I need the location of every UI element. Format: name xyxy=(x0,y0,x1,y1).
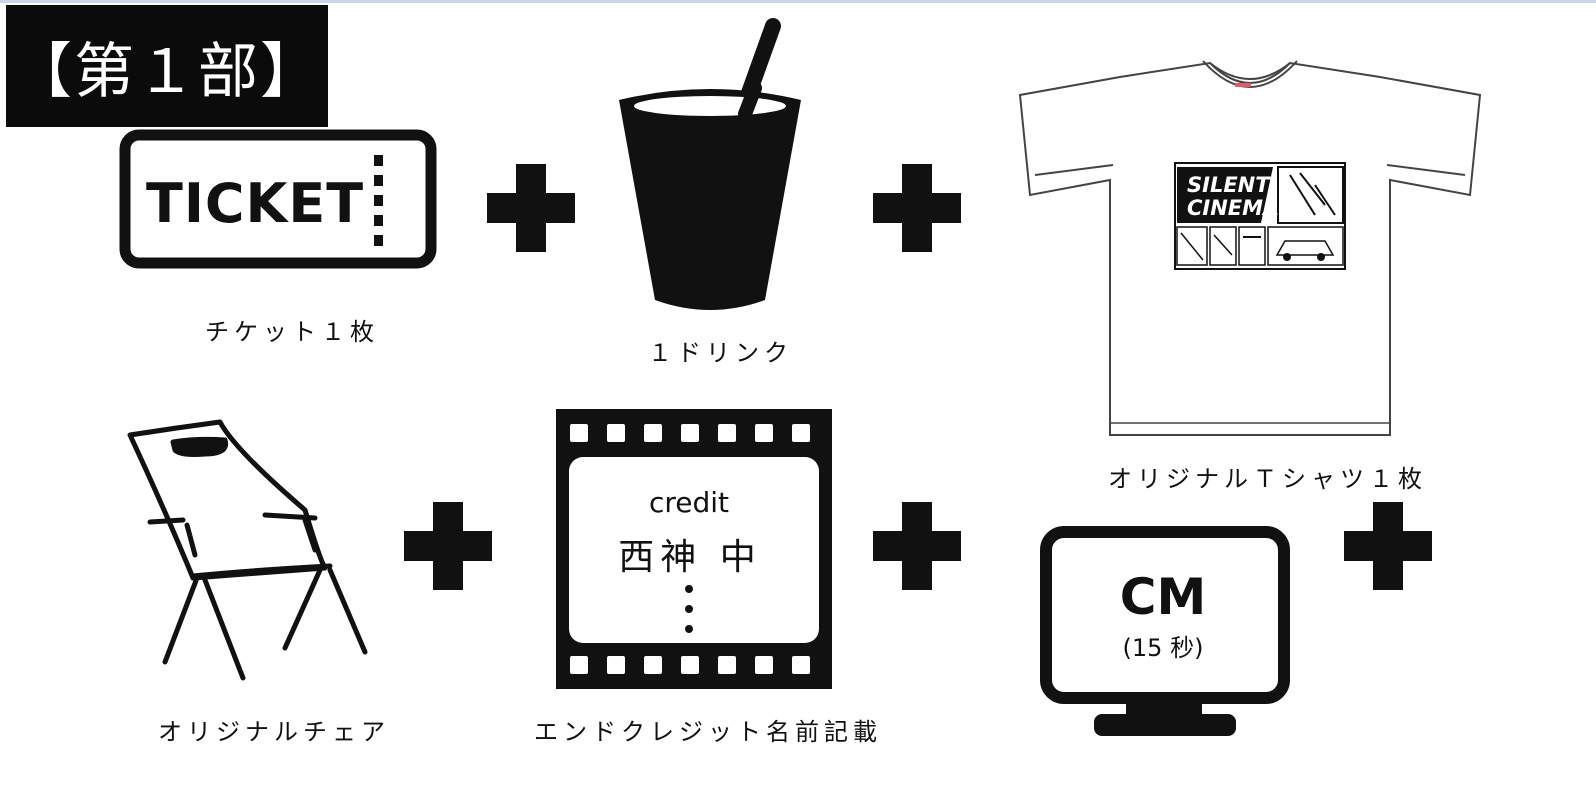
tshirt-caption: オリジナルＴシャツ１枚 xyxy=(1108,465,1427,493)
tshirt-print-title-line2: CINEMA xyxy=(1187,196,1279,220)
part-label: 【第１部】 xyxy=(6,5,328,127)
film-strip-icon xyxy=(556,409,832,689)
monitor-cm-duration: (15 秒) xyxy=(1122,634,1204,662)
plus-icon xyxy=(873,502,961,590)
tshirt-image: SILENT CINEMA xyxy=(1018,60,1482,436)
ticket-caption: チケット１枚 xyxy=(205,318,379,346)
plus-icon xyxy=(873,164,961,252)
monitor-cm-title: CM xyxy=(1119,568,1207,626)
tshirt-print-title-line1: SILENT xyxy=(1187,173,1271,197)
ticket-icon-text: TICKET xyxy=(146,172,365,235)
film-credit-name: 西神 中 xyxy=(618,537,762,578)
top-border xyxy=(0,0,1596,3)
film-credit-label: credit xyxy=(648,486,730,519)
drink-cup-icon xyxy=(619,18,801,310)
drink-caption: １ドリンク xyxy=(648,339,793,367)
plus-icon xyxy=(1344,502,1432,590)
plus-icon xyxy=(487,164,575,252)
plus-icon xyxy=(404,502,492,590)
ticket-icon xyxy=(119,129,437,269)
chair-icon xyxy=(127,419,368,681)
credit-caption: エンドクレジット名前記載 xyxy=(534,718,882,746)
chair-caption: オリジナルチェア xyxy=(158,718,390,746)
monitor-icon xyxy=(1040,526,1290,736)
